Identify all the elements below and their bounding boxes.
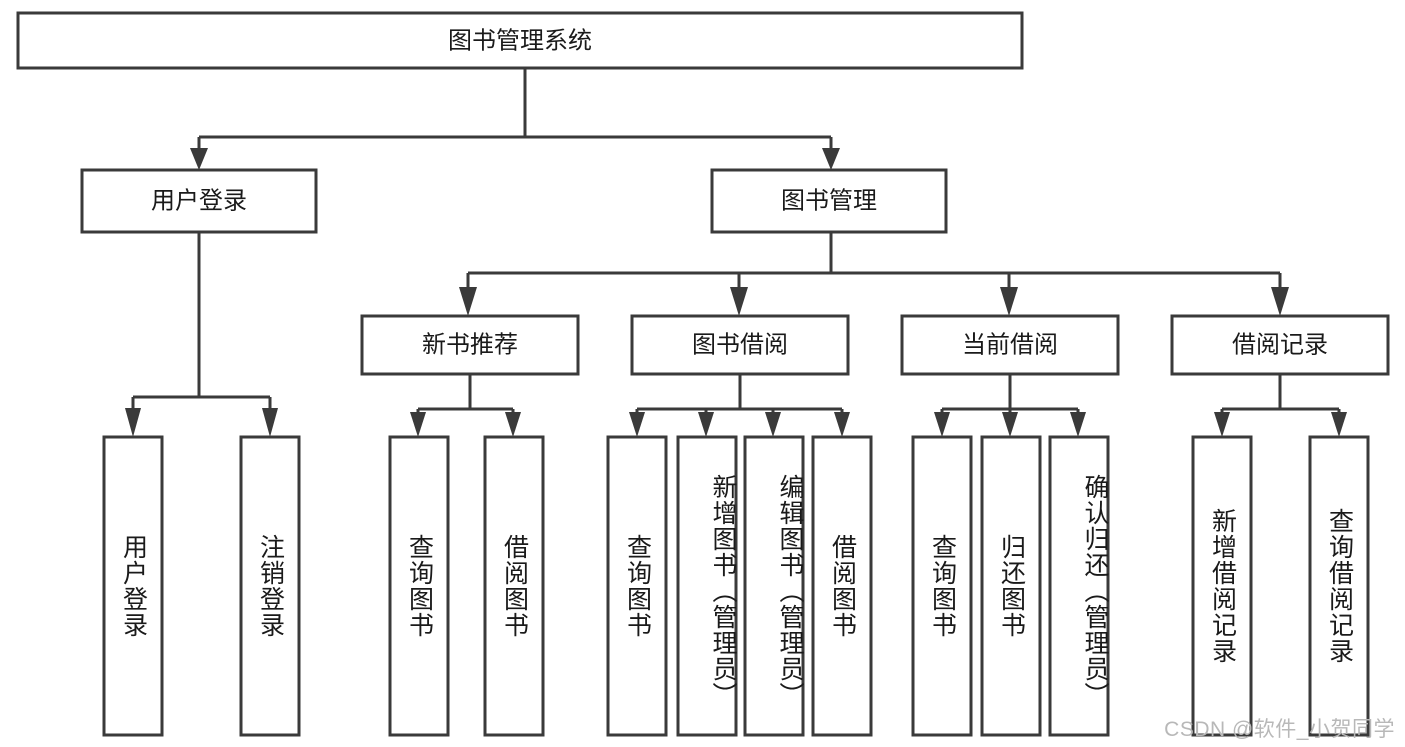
arrow-head-leaf-add-book bbox=[698, 412, 714, 437]
connector-group-current-borrow bbox=[934, 374, 1086, 437]
arrow-head-leaf-confirm-return bbox=[1070, 412, 1086, 437]
arrow-head-leaf-query-book-3 bbox=[934, 412, 950, 437]
arrow-head-leaf-add-record bbox=[1214, 412, 1230, 437]
arrow-head-current-borrow bbox=[1000, 287, 1018, 316]
node-book-management[interactable]: 图书管理 bbox=[710, 168, 948, 234]
node-user-login-box[interactable] bbox=[80, 168, 318, 234]
node-book-borrow[interactable]: 图书借阅 bbox=[630, 314, 850, 376]
connector-group-book-management bbox=[459, 232, 1289, 316]
node-book-management-box[interactable] bbox=[710, 168, 948, 234]
node-root-box[interactable] bbox=[16, 11, 1024, 70]
node-leaf-add-book-box[interactable] bbox=[676, 435, 738, 737]
node-leaf-query-record-box[interactable] bbox=[1308, 435, 1370, 737]
node-leaf-user-login-box[interactable] bbox=[102, 435, 164, 737]
node-root[interactable]: 图书管理系统 bbox=[16, 11, 1024, 70]
arrow-head-leaf-edit-book bbox=[765, 412, 781, 437]
node-borrow-record[interactable]: 借阅记录 bbox=[1170, 314, 1390, 376]
node-borrow-record-label: 借阅记录 bbox=[1232, 331, 1328, 358]
arrow-head-leaf-user-logout bbox=[262, 408, 278, 437]
node-leaf-add-record-box[interactable] bbox=[1191, 435, 1253, 737]
node-book-borrow-box[interactable] bbox=[630, 314, 850, 376]
connector-group-book-borrow bbox=[629, 374, 850, 437]
arrow-head-new-book-recommend bbox=[459, 287, 477, 316]
node-leaf-query-book-3-box[interactable] bbox=[911, 435, 973, 737]
arrow-head-leaf-user-login bbox=[125, 408, 141, 437]
node-user-login[interactable]: 用户登录 bbox=[80, 168, 318, 234]
arrow-head-book-borrow bbox=[730, 287, 748, 316]
csdn-watermark: CSDN @软件_小贺同学 bbox=[1164, 718, 1395, 741]
node-leaf-borrow-book-2-box[interactable] bbox=[811, 435, 873, 737]
arrow-head-leaf-return-book bbox=[1002, 412, 1018, 437]
node-current-borrow-box[interactable] bbox=[900, 314, 1120, 376]
node-leaf-query-book-1-box[interactable] bbox=[388, 435, 450, 737]
node-new-book-recommend-label: 新书推荐 bbox=[422, 331, 518, 358]
connector-group-user-login bbox=[125, 232, 278, 437]
arrow-head-leaf-query-book-2 bbox=[629, 412, 645, 437]
node-current-borrow-label: 当前借阅 bbox=[962, 331, 1058, 358]
node-user-login-label: 用户登录 bbox=[151, 187, 247, 214]
connector-group-borrow-record bbox=[1214, 374, 1347, 437]
node-leaf-user-logout-box[interactable] bbox=[239, 435, 301, 737]
arrow-head-leaf-borrow-book-1 bbox=[505, 412, 521, 437]
node-book-management-label: 图书管理 bbox=[781, 187, 877, 214]
node-new-book-recommend[interactable]: 新书推荐 bbox=[360, 314, 580, 376]
node-leaf-borrow-book-1-box[interactable] bbox=[483, 435, 545, 737]
arrow-head-leaf-query-record bbox=[1331, 412, 1347, 437]
arrow-head-leaf-query-book-1 bbox=[410, 412, 426, 437]
connector-group-root bbox=[190, 68, 840, 170]
node-current-borrow[interactable]: 当前借阅 bbox=[900, 314, 1120, 376]
node-leaf-return-book-box[interactable] bbox=[980, 435, 1042, 737]
arrow-head-book-management bbox=[822, 148, 840, 170]
node-leaf-query-book-2-box[interactable] bbox=[606, 435, 668, 737]
node-new-book-recommend-box[interactable] bbox=[360, 314, 580, 376]
node-borrow-record-box[interactable] bbox=[1170, 314, 1390, 376]
node-root-label: 图书管理系统 bbox=[448, 27, 592, 54]
arrow-head-leaf-borrow-book-2 bbox=[834, 412, 850, 437]
arrow-head-borrow-record bbox=[1271, 287, 1289, 316]
node-leaf-edit-book-box[interactable] bbox=[743, 435, 805, 737]
connector-group-new-book-recommend bbox=[410, 374, 521, 437]
arrow-head-user-login bbox=[190, 148, 208, 170]
node-leaf-confirm-return-box[interactable] bbox=[1048, 435, 1110, 737]
leaf-boxes bbox=[102, 435, 1370, 737]
node-book-borrow-label: 图书借阅 bbox=[692, 331, 788, 358]
